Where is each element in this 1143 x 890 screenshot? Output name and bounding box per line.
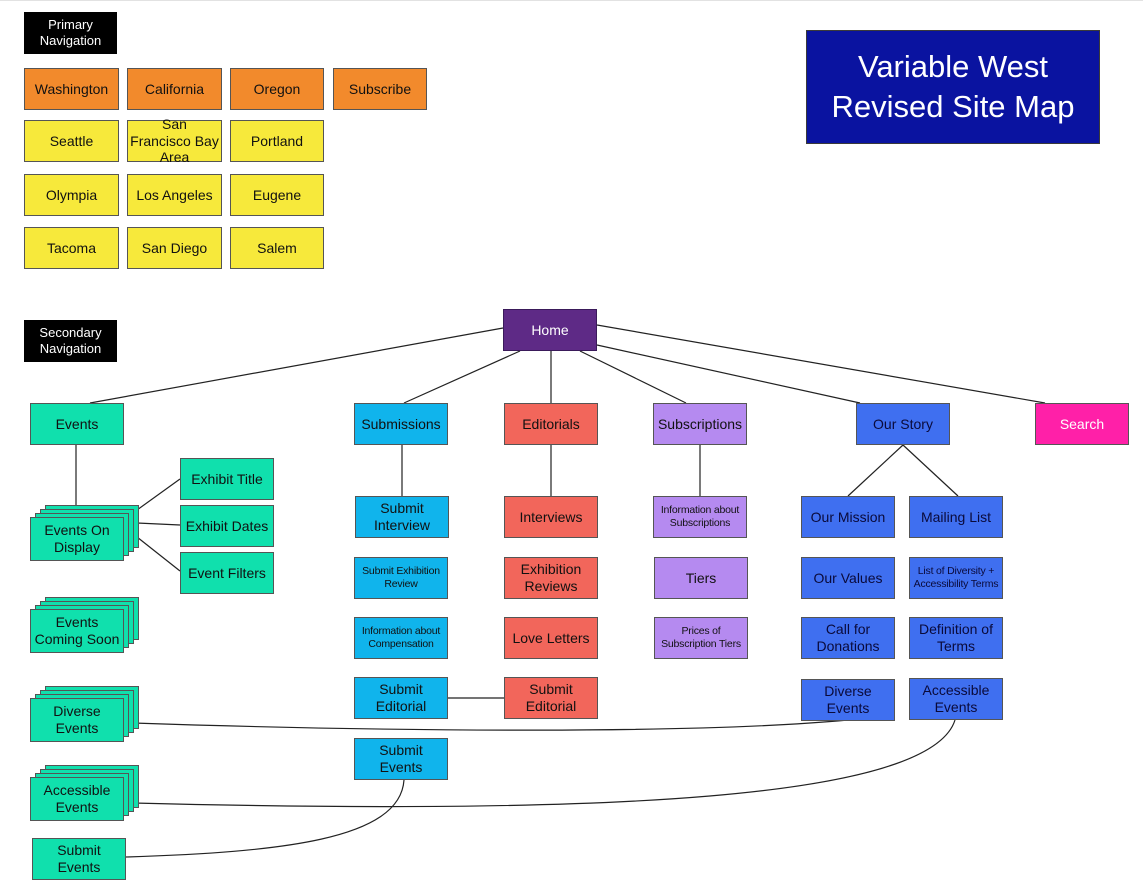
- nav-our-story[interactable]: Our Story: [856, 403, 950, 445]
- nav-home[interactable]: Home: [503, 309, 597, 351]
- nav-tacoma[interactable]: Tacoma: [24, 227, 119, 269]
- diverse-events: Diverse Events: [30, 698, 124, 742]
- mailing-list[interactable]: Mailing List: [909, 496, 1003, 538]
- prices-of-subscription-tiers[interactable]: Prices of Subscription Tiers: [654, 617, 748, 659]
- exhibit-dates[interactable]: Exhibit Dates: [180, 505, 274, 547]
- events-on-display-stack[interactable]: Events On Display: [30, 505, 140, 562]
- submit-interview[interactable]: Submit Interview: [355, 496, 449, 538]
- line-home-subscriptions: [579, 350, 687, 404]
- tiers[interactable]: Tiers: [654, 557, 748, 599]
- primary-navigation-label: Primary Navigation: [24, 12, 117, 54]
- line-ourstory-mailing: [902, 444, 959, 497]
- nav-eugene[interactable]: Eugene: [230, 174, 324, 216]
- our-mission[interactable]: Our Mission: [801, 496, 895, 538]
- nav-editorials[interactable]: Editorials: [504, 403, 598, 445]
- nav-portland[interactable]: Portland: [230, 120, 324, 162]
- nav-washington[interactable]: Washington: [24, 68, 119, 110]
- our-story-accessible-events[interactable]: Accessible Events: [909, 678, 1003, 720]
- nav-seattle[interactable]: Seattle: [24, 120, 119, 162]
- our-story-diverse-events[interactable]: Diverse Events: [801, 679, 895, 721]
- our-values[interactable]: Our Values: [801, 557, 895, 599]
- love-letters[interactable]: Love Letters: [504, 617, 598, 659]
- title-line-2: Revised Site Map: [831, 89, 1075, 124]
- events-coming-soon: Events Coming Soon: [30, 609, 124, 653]
- events-submit-events[interactable]: Submit Events: [32, 838, 126, 880]
- line-home-search: [596, 324, 1046, 404]
- site-map-title: Variable West Revised Site Map: [806, 30, 1100, 144]
- event-filters[interactable]: Event Filters: [180, 552, 274, 594]
- nav-california[interactable]: California: [127, 68, 222, 110]
- events-on-display: Events On Display: [30, 517, 124, 561]
- secondary-navigation-label: Secondary Navigation: [24, 320, 117, 362]
- list-of-diversity-accessibility-terms[interactable]: List of Diversity + Accessibility Terms: [909, 557, 1003, 599]
- nav-submissions[interactable]: Submissions: [354, 403, 448, 445]
- top-border: [0, 0, 1143, 1]
- line-ourstory-mission: [847, 444, 904, 497]
- accessible-events: Accessible Events: [30, 777, 124, 821]
- line-home-events: [89, 327, 504, 404]
- curve-accessible-events: [132, 719, 956, 808]
- nav-los-angeles[interactable]: Los Angeles: [127, 174, 222, 216]
- nav-oregon[interactable]: Oregon: [230, 68, 324, 110]
- line-ondisplay-filters: [136, 536, 181, 572]
- nav-subscribe[interactable]: Subscribe: [333, 68, 427, 110]
- nav-olympia[interactable]: Olympia: [24, 174, 119, 216]
- diverse-events-stack[interactable]: Diverse Events: [30, 686, 140, 743]
- information-about-subscriptions[interactable]: Information about Subscriptions: [653, 496, 747, 538]
- curve-diverse-events: [132, 719, 849, 731]
- submissions-submit-events[interactable]: Submit Events: [354, 738, 448, 780]
- events-coming-soon-stack[interactable]: Events Coming Soon: [30, 597, 140, 654]
- title-line-1: Variable West: [857, 48, 1049, 84]
- nav-search[interactable]: Search: [1035, 403, 1129, 445]
- information-about-compensation[interactable]: Information about Compensation: [354, 617, 448, 659]
- line-ondisplay-dates: [136, 522, 181, 526]
- exhibition-reviews[interactable]: Exhibition Reviews: [504, 557, 598, 599]
- accessible-events-stack[interactable]: Accessible Events: [30, 765, 140, 822]
- curve-submit-events: [125, 779, 405, 858]
- call-for-donations[interactable]: Call for Donations: [801, 617, 895, 659]
- nav-events[interactable]: Events: [30, 403, 124, 445]
- nav-san-diego[interactable]: San Diego: [127, 227, 222, 269]
- submissions-submit-editorial[interactable]: Submit Editorial: [354, 677, 448, 719]
- nav-salem[interactable]: Salem: [230, 227, 324, 269]
- nav-subscriptions[interactable]: Subscriptions: [653, 403, 747, 445]
- line-home-submissions: [403, 350, 521, 404]
- exhibit-title[interactable]: Exhibit Title: [180, 458, 274, 500]
- definition-of-terms[interactable]: Definition of Terms: [909, 617, 1003, 659]
- line-home-our-story: [596, 344, 861, 404]
- nav-san-francisco[interactable]: San Francisco Bay Area: [127, 116, 222, 165]
- line-ondisplay-title: [136, 478, 181, 511]
- submit-exhibition-review[interactable]: Submit Exhibition Review: [354, 557, 448, 599]
- editorials-submit-editorial[interactable]: Submit Editorial: [504, 677, 598, 719]
- interviews[interactable]: Interviews: [504, 496, 598, 538]
